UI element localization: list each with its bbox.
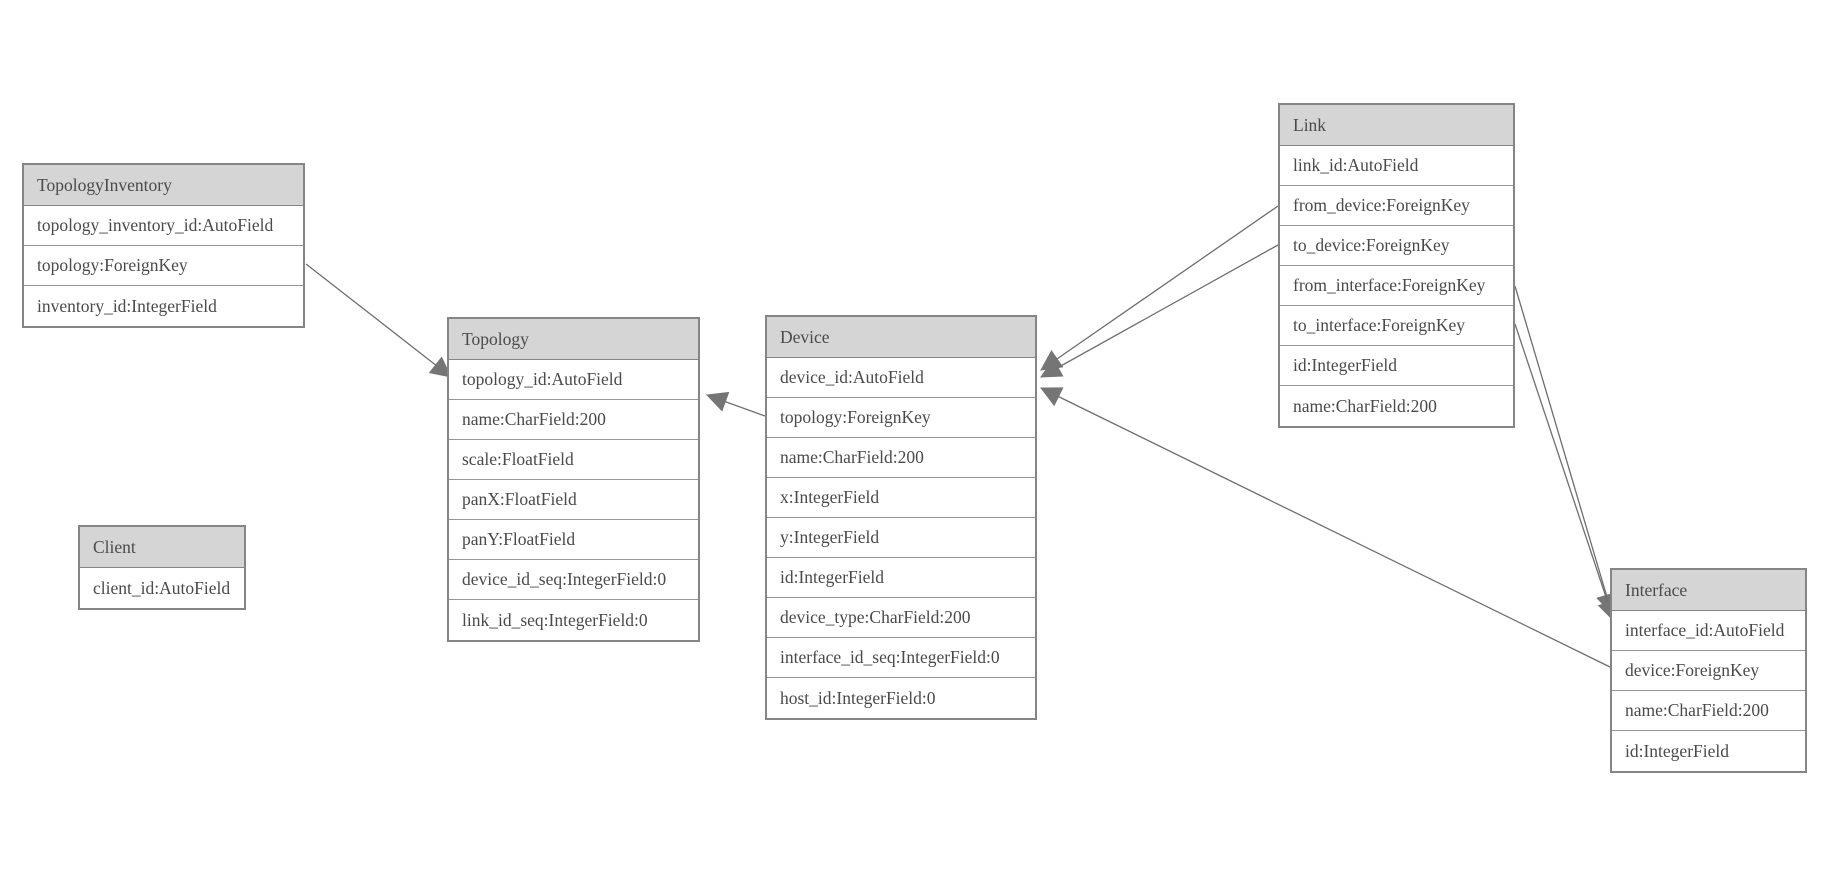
entity-field: host_id:IntegerField:0 xyxy=(767,678,1035,718)
entity-title: Device xyxy=(767,317,1035,358)
entity-field: device:ForeignKey xyxy=(1612,651,1805,691)
connector-link-to_interface-interface xyxy=(1514,323,1618,622)
entity-field: panY:FloatField xyxy=(449,520,698,560)
entity-field: link_id_seq:IntegerField:0 xyxy=(449,600,698,640)
entity-field: id:IntegerField xyxy=(1280,346,1513,386)
connector-link-from_interface-interface xyxy=(1514,285,1617,616)
entity-field: id:IntegerField xyxy=(767,558,1035,598)
entity-field: inventory_id:IntegerField xyxy=(24,286,303,326)
entity-field: topology:ForeignKey xyxy=(24,246,303,286)
entity-field: id:IntegerField xyxy=(1612,731,1805,771)
entity-field: name:CharField:200 xyxy=(449,400,698,440)
entity-field: topology:ForeignKey xyxy=(767,398,1035,438)
entity-title: Interface xyxy=(1612,570,1805,611)
entity-field: from_interface:ForeignKey xyxy=(1280,266,1513,306)
connector-interface-device xyxy=(1040,387,1611,668)
entity-field: name:CharField:200 xyxy=(1612,691,1805,731)
entity-field: x:IntegerField xyxy=(767,478,1035,518)
entity-title: Link xyxy=(1280,105,1513,146)
connector-link-from_device-device xyxy=(1040,205,1279,371)
entity-field: device_id:AutoField xyxy=(767,358,1035,398)
entity-title: TopologyInventory xyxy=(24,165,303,206)
entity-field: interface_id:AutoField xyxy=(1612,611,1805,651)
entity-field: device_type:CharField:200 xyxy=(767,598,1035,638)
entity-field: interface_id_seq:IntegerField:0 xyxy=(767,638,1035,678)
entity-field: client_id:AutoField xyxy=(80,568,244,608)
entity-field: scale:FloatField xyxy=(449,440,698,480)
entity-field: link_id:AutoField xyxy=(1280,146,1513,186)
entity-field: panX:FloatField xyxy=(449,480,698,520)
entity-title: Topology xyxy=(449,319,698,360)
entity-field: topology_id:AutoField xyxy=(449,360,698,400)
entity-title: Client xyxy=(80,527,244,568)
entity-field: to_interface:ForeignKey xyxy=(1280,306,1513,346)
entity-field: to_device:ForeignKey xyxy=(1280,226,1513,266)
entity-field: name:CharField:200 xyxy=(767,438,1035,478)
entity-field: from_device:ForeignKey xyxy=(1280,186,1513,226)
entity-field: y:IntegerField xyxy=(767,518,1035,558)
entity-field: topology_inventory_id:AutoField xyxy=(24,206,303,246)
connector-device-topology xyxy=(706,391,766,417)
connector-topologyinventory-topology xyxy=(305,263,452,378)
connector-link-to_device-device xyxy=(1040,244,1279,378)
entity-field: device_id_seq:IntegerField:0 xyxy=(449,560,698,600)
entity-field: name:CharField:200 xyxy=(1280,386,1513,426)
